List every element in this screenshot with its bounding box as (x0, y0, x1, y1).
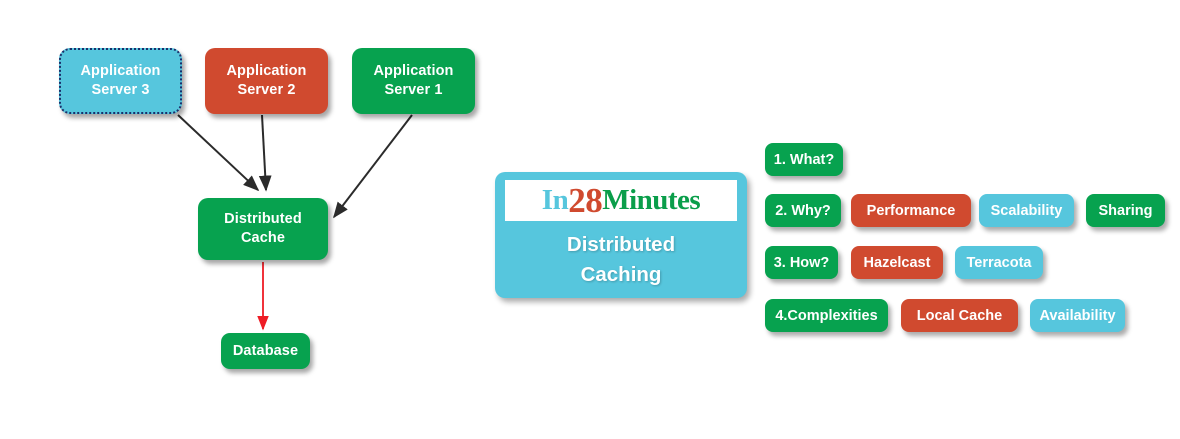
connector-server2-to-cache (258, 114, 272, 192)
agenda-chip-label: Availability (1039, 307, 1116, 324)
agenda-chip-label: Sharing (1098, 202, 1153, 219)
card-title-line1: Distributed (566, 233, 676, 256)
node-application-server-2[interactable]: Application Server 2 (205, 48, 328, 114)
agenda-chip-label: Scalability (990, 202, 1063, 219)
agenda-chip-3-how[interactable]: 3. How? (765, 246, 838, 279)
node-label-line1: Application (226, 63, 307, 80)
agenda-chip-label: Local Cache (916, 307, 1003, 324)
node-distributed-cache[interactable]: Distributed Cache (198, 198, 328, 260)
node-label-line1: Application (80, 63, 161, 80)
node-application-server-3[interactable]: Application Server 3 (59, 48, 182, 114)
agenda-chip-label: 4.Complexities (775, 307, 878, 324)
node-label: Database (232, 342, 299, 359)
node-label-line1: Application (373, 63, 454, 80)
agenda-chip-label: Performance (866, 202, 956, 219)
agenda-chip-label: 3. How? (773, 254, 830, 271)
node-label-line2: Server 1 (384, 82, 443, 98)
connector-server1-to-cache (333, 114, 413, 219)
node-application-server-1[interactable]: Application Server 1 (352, 48, 475, 114)
node-database[interactable]: Database (221, 333, 310, 369)
agenda-chip-terracota[interactable]: Terracota (955, 246, 1043, 279)
agenda-chip-label: Hazelcast (863, 254, 931, 271)
agenda-chip-scalability[interactable]: Scalability (979, 194, 1074, 227)
agenda-chip-1-what[interactable]: 1. What? (765, 143, 843, 176)
agenda-chip-hazelcast[interactable]: Hazelcast (851, 246, 943, 279)
agenda-chip-label: 1. What? (773, 151, 835, 168)
agenda-chip-sharing[interactable]: Sharing (1086, 194, 1165, 227)
node-label-line2: Cache (240, 230, 286, 246)
agenda-chip-performance[interactable]: Performance (851, 194, 971, 227)
agenda-chip-availability[interactable]: Availability (1030, 299, 1125, 332)
card-title-line2: Caching (580, 262, 662, 286)
agenda-chip-4-complexities[interactable]: 4.Complexities (765, 299, 888, 332)
agenda-chip-local-cache[interactable]: Local Cache (901, 299, 1018, 332)
card-title: Distributed Caching (505, 230, 737, 289)
agenda-chip-label: Terracota (966, 254, 1032, 271)
agenda-chip-label: 2. Why? (775, 202, 831, 219)
node-label-line2: Server 2 (237, 82, 296, 98)
logo-part-in: In (541, 184, 569, 216)
node-label-line2: Server 3 (91, 82, 150, 98)
logo-part-28: 28 (568, 180, 603, 220)
logo-part-minutes: Minutes (602, 184, 701, 216)
agenda-chip-2-why[interactable]: 2. Why? (765, 194, 841, 227)
node-label-line1: Distributed (224, 211, 302, 228)
connector-server3-to-cache (177, 114, 260, 192)
